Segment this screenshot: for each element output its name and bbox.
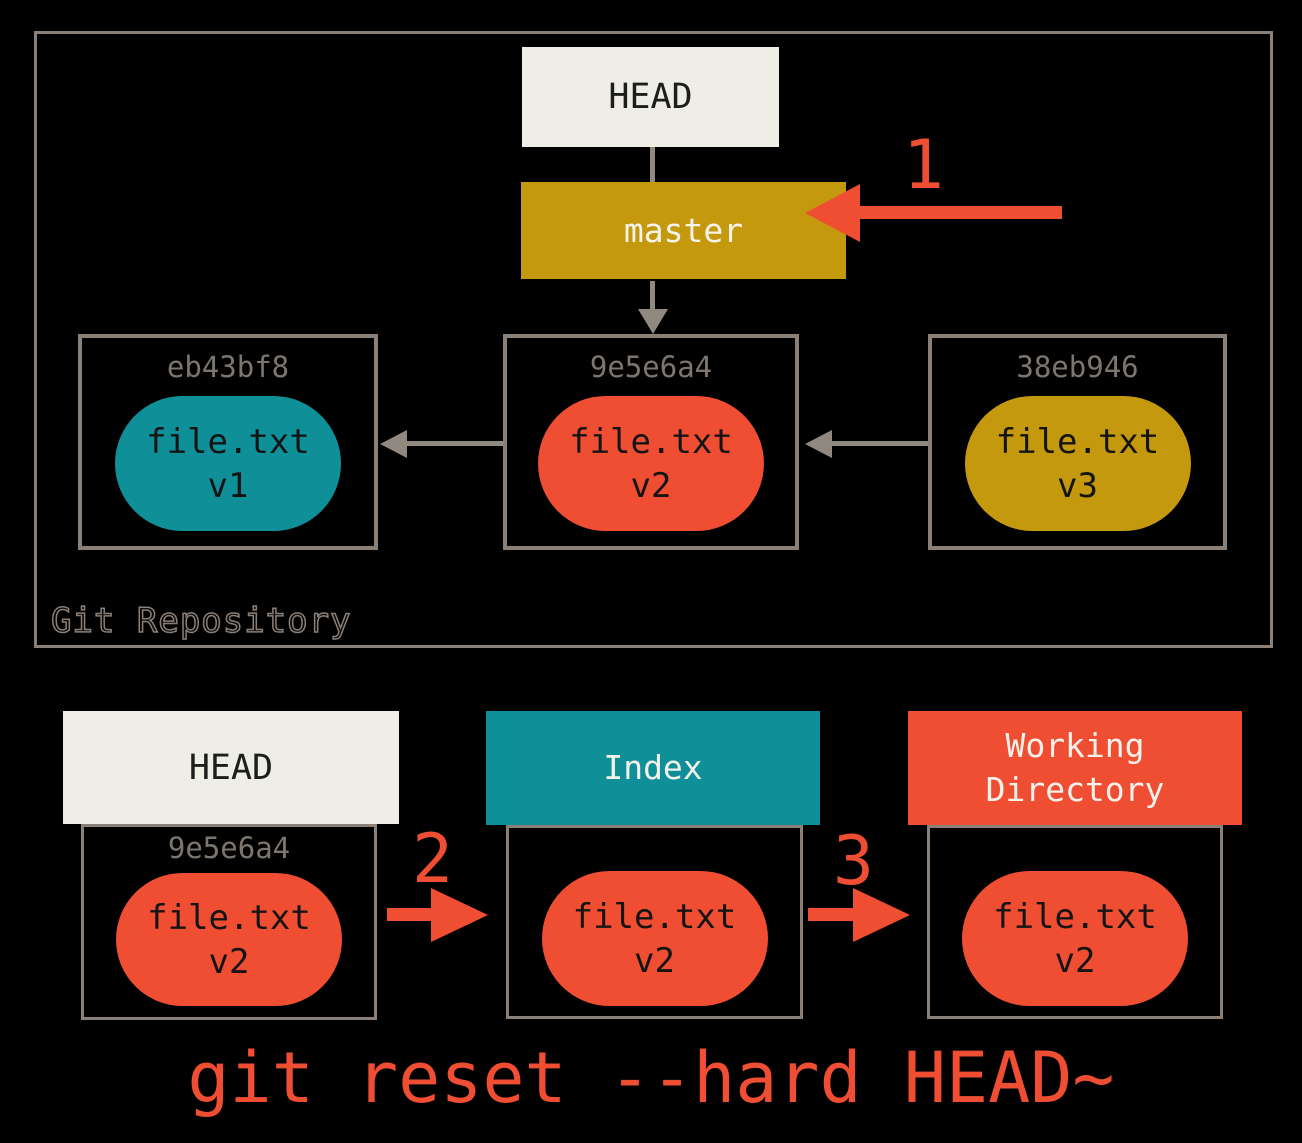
head-area-title: HEAD xyxy=(188,747,274,788)
head-ref-box: HEAD xyxy=(522,47,779,147)
file-snapshot-v3: file.txt v3 xyxy=(964,396,1191,531)
commit-box-eb43bf8: eb43bf8 file.txt v1 xyxy=(78,334,378,550)
step2-arrowhead-icon xyxy=(431,888,488,942)
file-snapshot-v2: file.txt v2 xyxy=(538,396,764,531)
file-version: v2 xyxy=(634,940,675,981)
git-repository-box: Git Repository xyxy=(34,31,1273,648)
commit-hash: eb43bf8 xyxy=(166,350,290,384)
working-directory-area-body: file.txt v2 xyxy=(927,825,1223,1019)
commit-box-38eb946: 38eb946 file.txt v3 xyxy=(928,334,1227,550)
file-version: v1 xyxy=(207,465,249,506)
commit-hash: 38eb946 xyxy=(1016,350,1139,384)
file-name: file.txt xyxy=(569,421,733,462)
file-snapshot-v1: file.txt v1 xyxy=(115,396,341,531)
file-name: file.txt xyxy=(146,421,310,462)
step3-arrowhead-icon xyxy=(853,888,910,942)
index-file-snapshot: file.txt v2 xyxy=(541,871,768,1006)
commit-hash: 9e5e6a4 xyxy=(589,350,713,384)
index-area-header: Index xyxy=(486,711,820,825)
step1-arrow-shaft xyxy=(858,206,1062,219)
file-name: file.txt xyxy=(993,896,1157,937)
head-to-master-line xyxy=(650,147,655,182)
head-area-body: 9e5e6a4 file.txt v2 xyxy=(81,824,377,1020)
step1-arrowhead-icon xyxy=(805,184,860,242)
command-caption: git reset --hard HEAD~ xyxy=(187,1037,1115,1119)
index-area-title: Index xyxy=(603,748,703,787)
step1-label: 1 xyxy=(903,126,944,205)
file-name: file.txt xyxy=(572,896,737,937)
working-directory-area-header: Working Directory xyxy=(908,711,1242,825)
commit2-to-commit1-arrow xyxy=(406,441,503,446)
step2-label: 2 xyxy=(412,820,453,899)
master-branch-label: master xyxy=(623,211,744,250)
down-arrowhead-icon xyxy=(638,309,668,334)
git-repository-label: Git Repository xyxy=(50,600,352,642)
master-to-commit-line xyxy=(650,281,655,311)
file-version: v2 xyxy=(208,941,250,982)
step2-arrow-shaft xyxy=(387,908,432,921)
head-commit-hash: 9e5e6a4 xyxy=(167,831,291,865)
working-directory-file-snapshot: file.txt v2 xyxy=(962,871,1188,1006)
head-file-snapshot: file.txt v2 xyxy=(116,873,342,1006)
commit-box-9e5e6a4: 9e5e6a4 file.txt v2 xyxy=(503,334,799,550)
file-version: v3 xyxy=(1057,465,1098,506)
working-directory-area-title: Working Directory xyxy=(985,726,1165,809)
file-name: file.txt xyxy=(995,421,1160,462)
head-area-header: HEAD xyxy=(63,711,399,824)
head-ref-label: HEAD xyxy=(608,77,693,117)
file-name: file.txt xyxy=(147,897,311,938)
step3-label: 3 xyxy=(833,822,874,901)
step3-arrow-shaft xyxy=(808,908,854,921)
file-version: v2 xyxy=(1054,940,1096,981)
file-version: v2 xyxy=(630,465,672,506)
commit3-to-commit2-arrow xyxy=(832,441,928,446)
left-arrowhead-icon xyxy=(805,430,832,458)
left-arrowhead-icon xyxy=(380,430,407,458)
index-area-body: file.txt v2 xyxy=(506,825,803,1019)
master-branch-box: master xyxy=(521,182,846,279)
